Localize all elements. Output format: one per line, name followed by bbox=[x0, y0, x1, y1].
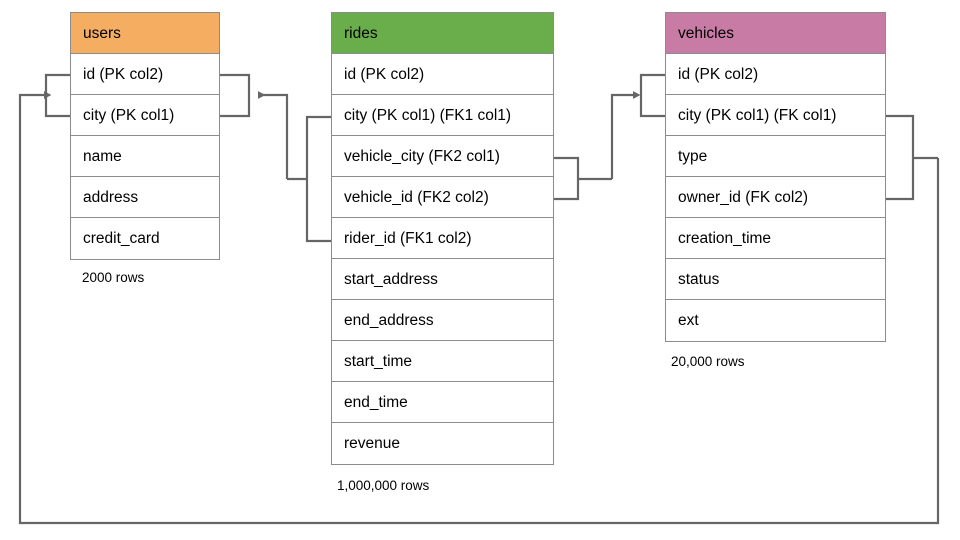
table-rides-column-revenue[interactable]: revenue bbox=[332, 423, 553, 464]
table-users-column-city[interactable]: city (PK col1) bbox=[71, 95, 219, 136]
table-vehicles[interactable]: vehicles id (PK col2) city (PK col1) (FK… bbox=[665, 12, 886, 342]
table-vehicles-column-id[interactable]: id (PK col2) bbox=[666, 54, 885, 95]
edge-fk2-vehicles-bracket bbox=[639, 73, 665, 118]
table-vehicles-row-count: 20,000 rows bbox=[671, 354, 745, 369]
table-rides-column-vehicle-city[interactable]: vehicle_city (FK2 col1) bbox=[332, 136, 553, 177]
table-rides[interactable]: rides id (PK col2) city (PK col1) (FK1 c… bbox=[331, 12, 554, 465]
table-rides-column-start-address[interactable]: start_address bbox=[332, 259, 553, 300]
table-users-column-id[interactable]: id (PK col2) bbox=[71, 54, 219, 95]
edge-fk2-rides-bracket bbox=[554, 156, 612, 201]
edge-fk1-users-bracket bbox=[220, 73, 251, 118]
edge-fkv-users-bracket bbox=[44, 73, 70, 118]
table-vehicles-column-owner-id[interactable]: owner_id (FK col2) bbox=[666, 177, 885, 218]
table-users-header: users bbox=[71, 13, 219, 54]
table-vehicles-column-type[interactable]: type bbox=[666, 136, 885, 177]
table-rides-column-end-time[interactable]: end_time bbox=[332, 382, 553, 423]
edge-fkv-connector bbox=[18, 91, 940, 525]
table-vehicles-column-city[interactable]: city (PK col1) (FK col1) bbox=[666, 95, 885, 136]
table-users-column-name[interactable]: name bbox=[71, 136, 219, 177]
table-users-column-address[interactable]: address bbox=[71, 177, 219, 218]
table-rides-column-rider-id[interactable]: rider_id (FK1 col2) bbox=[332, 218, 553, 259]
table-rides-column-vehicle-id[interactable]: vehicle_id (FK2 col2) bbox=[332, 177, 553, 218]
edge-fk1-connector bbox=[258, 91, 289, 179]
table-vehicles-column-creation-time[interactable]: creation_time bbox=[666, 218, 885, 259]
edge-fkv-vehicles-bracket bbox=[886, 114, 938, 201]
table-users-row-count: 2000 rows bbox=[82, 270, 145, 285]
table-rides-column-end-address[interactable]: end_address bbox=[332, 300, 553, 341]
table-vehicles-column-ext[interactable]: ext bbox=[666, 300, 885, 341]
table-rides-column-city[interactable]: city (PK col1) (FK1 col1) bbox=[332, 95, 553, 136]
edge-fk2-connector bbox=[610, 91, 641, 179]
table-rides-header: rides bbox=[332, 13, 553, 54]
table-vehicles-header: vehicles bbox=[666, 13, 885, 54]
table-rides-column-start-time[interactable]: start_time bbox=[332, 341, 553, 382]
table-users-column-credit-card[interactable]: credit_card bbox=[71, 218, 219, 259]
table-vehicles-column-status[interactable]: status bbox=[666, 259, 885, 300]
table-rides-column-id[interactable]: id (PK col2) bbox=[332, 54, 553, 95]
edge-fk1-rides-bracket bbox=[287, 115, 331, 243]
table-rides-row-count: 1,000,000 rows bbox=[337, 478, 430, 493]
table-users[interactable]: users id (PK col2) city (PK col1) name a… bbox=[70, 12, 220, 260]
